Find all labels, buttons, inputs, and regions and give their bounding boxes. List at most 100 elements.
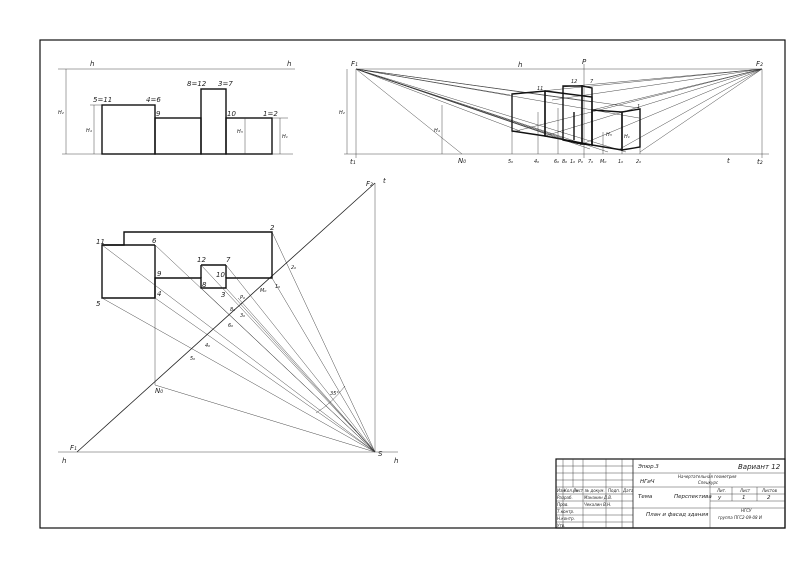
point-f1: F₁ [70, 444, 77, 452]
point-label: 3=7 [218, 80, 233, 88]
dim-h3: H₃ [237, 129, 243, 135]
point-label: 1=2 [263, 110, 278, 118]
plan-label: 5₀ [190, 356, 195, 362]
col-header: Дата [622, 488, 634, 493]
sheet-header: Лист [739, 488, 751, 493]
dim-h4: H₄ [86, 128, 92, 134]
dim-h2: H₂ [58, 110, 64, 116]
point-label: 5=11 [93, 96, 112, 104]
point-label: 4=6 [146, 96, 161, 104]
role-label: Утв. [557, 523, 565, 528]
plan-label: 8 [202, 281, 207, 289]
base-label: 1₀ [618, 159, 623, 165]
point-f2: F₂ [366, 180, 373, 188]
point-f1: F₁ [351, 60, 358, 68]
lit-header: Лит. [716, 488, 726, 493]
col-header: Подп. [608, 488, 620, 493]
point-t2: t₂ [757, 158, 763, 166]
group: группа ПГС2-09-08 И [718, 515, 762, 520]
university: НГСУ [741, 508, 752, 513]
horizon-label: h [90, 60, 94, 68]
base-label: 4₀ [534, 159, 539, 165]
base-label: 5₀ [508, 159, 513, 165]
role-label: Н.контр. [557, 516, 575, 521]
point-p: P [582, 58, 587, 66]
col-header: Изм. [557, 488, 566, 493]
person-name: Чекалин В.Н. [584, 502, 611, 507]
base-label: 8₀ [562, 159, 567, 165]
base-label: 7₀ [588, 159, 593, 165]
sheet-frame [39, 39, 786, 529]
elevation-view: h h H₂ H₄ H₃ H₁ 5=11 4=6 8=12 3=7 9 10 1… [58, 60, 295, 155]
plan-label: 4 [157, 290, 161, 298]
plan-label: 3 [221, 291, 225, 299]
org-label: НГиЧ [640, 479, 655, 485]
plan-label: 4₀ [205, 343, 210, 349]
plan-label: 6 [152, 237, 157, 245]
point-t: t [727, 157, 730, 165]
plan-label: N₀ [155, 387, 163, 395]
plan-label: 1₀ [275, 284, 280, 290]
plan-label: 7 [226, 256, 231, 264]
plan-label: 11 [96, 238, 105, 246]
person-name: Манакин Д.В. [584, 495, 612, 500]
dim-h1: H₁ [282, 134, 288, 140]
variant-label: Вариант 12 [738, 463, 781, 471]
point-s: S [378, 450, 383, 458]
perspective-view: F₁ F₂ P h t₁ t₂ t N₀ H₂ H₄ H₃ H₁ 5₀ 4₀ 6… [339, 58, 769, 166]
sheet-value: 1 [742, 495, 746, 501]
plan-label: 2 [270, 224, 275, 232]
plan-label: M₀ [260, 288, 266, 294]
plan-label: 2₀ [291, 265, 296, 271]
subject-line1: Начертательная геометрия [678, 474, 737, 479]
plan-label: 10 [216, 271, 225, 279]
dim-h3: H₃ [606, 132, 612, 138]
col-header: № докум. [584, 488, 605, 493]
plan-label: 12 [197, 256, 206, 264]
base-label: P₀ [578, 159, 583, 165]
point-n0: N₀ [458, 157, 466, 165]
point-t1: t₁ [350, 158, 356, 166]
role-label: Пров. [557, 502, 569, 507]
subject-line2: Спецкурс [698, 480, 719, 485]
base-label: 6₀ [554, 159, 559, 165]
dim-h2: H₂ [339, 110, 345, 116]
point-f2: F₂ [756, 60, 763, 68]
dim-h4: H₄ [434, 128, 440, 134]
plan-label: 6₀ [228, 323, 233, 329]
top-label: 1 [637, 104, 640, 110]
sheets-header: Листов [761, 488, 778, 493]
epure-label: Эпюр.3 [637, 464, 659, 470]
plan-view: 35° 11 6 9 5 4 12 7 10 8 3 2 1₀ 2₀ P₀ M₀… [58, 177, 398, 465]
base-label: 1₀ [570, 159, 575, 165]
title-block: Эпюр.3 Вариант 12 НГиЧ Начертательная ге… [555, 458, 786, 529]
horizon-label: h [394, 457, 398, 465]
point-label: 10 [227, 110, 236, 118]
sheets-value: 2 [767, 495, 771, 501]
plan-label: 5 [96, 300, 101, 308]
tema-label: Тема [638, 494, 653, 500]
angle-label: 35° [330, 391, 339, 397]
plan-label: 3₀ [240, 313, 245, 319]
drawing-name: План и фасад здания [646, 512, 709, 518]
plan-label: 8₀ [230, 307, 235, 313]
top-label: 12 [571, 79, 577, 85]
col-header: Лист [572, 488, 584, 493]
base-label: 2₀ [636, 159, 641, 165]
horizon-label: h [287, 60, 291, 68]
plan-label: 9 [157, 270, 162, 278]
point-label: 9 [156, 110, 161, 118]
horizon-label: h [518, 61, 522, 69]
plan-label: P₀ [240, 295, 245, 301]
role-label: Т.контр. [557, 509, 574, 514]
top-label: 7 [590, 79, 594, 85]
lit-value: у [717, 495, 722, 501]
top-label: 11 [537, 86, 543, 92]
col-header: Кол.уч [564, 488, 578, 493]
point-t: t [383, 177, 386, 185]
point-label: 8=12 [187, 80, 207, 88]
base-label: M₀ [600, 159, 606, 165]
tema-value: Перспектива [674, 494, 712, 500]
dim-h1: H₁ [624, 134, 630, 140]
